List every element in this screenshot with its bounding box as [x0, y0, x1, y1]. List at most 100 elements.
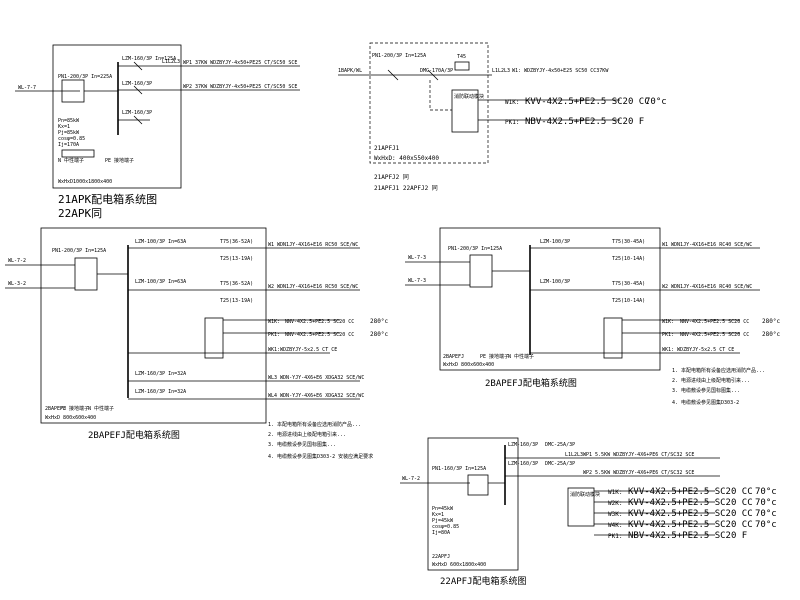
- svg-text:1. 本配电箱所有设备应选用消防产品...: 1. 本配电箱所有设备应选用消防产品...: [268, 421, 361, 428]
- panel1-title: 21APK配电箱系统图: [58, 192, 157, 206]
- panel4-pk1: PK1:: [662, 332, 674, 338]
- panel3-size: WxHxD 800x600x400: [45, 415, 96, 421]
- panel3-wk1: WK1:WDZBYJY-5x2.5 CT CE: [268, 347, 337, 353]
- panel1-out2: WP2 37KW WDZBYJY-4x50+PE25 CT/SC50 SCE: [183, 84, 297, 90]
- panel5-incoming: WL-7-2: [402, 476, 420, 482]
- panel1-size: WxHxD1000x1800x400: [58, 179, 112, 185]
- panel1-out1: WP1 37KW WDZBYJY-4x50+PE25 CT/SC50 SCE: [183, 60, 297, 66]
- panel5-rows: W1K: KVV-4X2.5+PE2.5 SC20 CC 70°c W2K: K…: [594, 487, 777, 541]
- panel4-brk-a: LZM-100/3P: [540, 239, 570, 245]
- panel2-line1: 21APFJ2 同: [374, 174, 409, 181]
- panel3-ct3: T75(36-52A): [220, 281, 253, 287]
- svg-text:70°c: 70°c: [755, 487, 777, 497]
- svg-text:KVV-4X2.5+PE2.5 SC20 CC: KVV-4X2.5+PE2.5 SC20 CC: [628, 509, 753, 519]
- svg-text:Pj=85kW: Pj=85kW: [58, 130, 80, 136]
- panel5-dmc2: DMC-25A/3P: [545, 461, 575, 467]
- panel3-n: N 中性端子: [88, 405, 114, 412]
- panel3-brk-b: LZM-100/3P In=63A: [135, 279, 186, 285]
- panel4-frame: [439, 227, 661, 371]
- panel1-brk2: LZM-160/3P: [122, 81, 152, 87]
- svg-text:W3K:: W3K:: [608, 511, 622, 518]
- panel5-name: 22APFJ: [432, 554, 450, 560]
- panel4-main-breaker: PN1-200/3P In=125A: [448, 246, 502, 252]
- svg-text:Pn=45kW: Pn=45kW: [432, 506, 454, 512]
- svg-text:Ij=80A: Ij=80A: [432, 530, 450, 536]
- svg-text:Kx=1: Kx=1: [58, 124, 70, 130]
- panel1-incoming: WL-7-7: [18, 85, 36, 91]
- panel5-brk1: LZM-160/3P: [508, 442, 538, 448]
- svg-text:KVV-4X2.5+PE2.5 SC20 CC: KVV-4X2.5+PE2.5 SC20 CC: [628, 520, 753, 530]
- panel1-n-terminal: N 中性端子: [58, 157, 84, 164]
- panel-2bapefj-right: WL-7-3 WL-7-3 PN1-200/3P In=125A LZM-100…: [405, 227, 780, 406]
- panel3-in1: WL-7-2: [8, 258, 26, 264]
- panel2-fire-module: 消防联动模块: [454, 93, 484, 100]
- panel3-w2: W2 WDN1JY-4X16+E16 RC50 SCE/WC: [268, 284, 358, 290]
- panel3-pk1-temp: 280°c: [370, 331, 388, 338]
- svg-text:70°c: 70°c: [755, 498, 777, 508]
- panel1-brk1: LZM-160/3P In=125A: [122, 56, 176, 62]
- panel-22apfj: WL-7-2 PN1-160/3P In=125A LZM-160/3P LZM…: [400, 437, 777, 587]
- panel2-w1k-temp: 70°c: [645, 97, 667, 107]
- panel2-main-breaker: PN1-200/3P In=125A: [372, 53, 426, 59]
- panel3-w1k: W1K:: [268, 319, 280, 325]
- panel2-name: 21APFJ1: [374, 145, 400, 152]
- panel5-size: WxHxD 600x1800x400: [432, 562, 486, 568]
- panel4-w1k-cable: NNV-4X2.5+PE2.5 SC20 CC: [680, 319, 749, 325]
- svg-text:Pj=45kW: Pj=45kW: [432, 518, 454, 524]
- panel3-ct2: T25(13-19A): [220, 256, 253, 262]
- panel-21apk: WL-7-7 PN1-200/3P In=225A LZM-160/3P In=…: [15, 44, 300, 220]
- panel3-brk-a: LZM-100/3P In=63A: [135, 239, 186, 245]
- panel4-ct1: T75(30-45A): [612, 239, 645, 245]
- panel3-name: 2BAPEFJ: [45, 406, 66, 412]
- svg-text:cosφ=0.85: cosφ=0.85: [58, 136, 85, 142]
- panel2-w1k: W1K:: [505, 99, 519, 106]
- panel5-wp1: WP1 5.5KW WDZBYJY-4X6+PE6 CT/SC32 SCE: [583, 452, 694, 458]
- panel2-incoming: 1BAPK/WL: [338, 68, 362, 74]
- panel1-frame: [52, 44, 182, 189]
- panel4-in2: WL-7-3: [408, 278, 426, 284]
- panel3-brk-d: LZM-160/3P In=32A: [135, 389, 186, 395]
- panel2-ct: T45: [457, 54, 466, 60]
- svg-text:2. 电源进线由上级配电箱引来...: 2. 电源进线由上级配电箱引来...: [672, 377, 750, 384]
- svg-text:Ij=170A: Ij=170A: [58, 142, 79, 148]
- panel-21apfj1: 1BAPK/WL PN1-200/3P In=125A DMC-170A/3P …: [338, 42, 667, 192]
- panel3-ct4: T25(13-19A): [220, 298, 253, 304]
- panel5-brk2: LZM-160/3P: [508, 461, 538, 467]
- panel1-params: Pn=85kW Kx=1 Pj=85kW cosφ=0.85 Ij=170A: [58, 118, 85, 148]
- svg-text:2. 电源进线由上级配电箱引来...: 2. 电源进线由上级配电箱引来...: [268, 431, 346, 438]
- panel2-phase: L1L2L3: [492, 68, 510, 74]
- panel4-pe: PE 接地端子: [480, 353, 509, 360]
- panel3-title: 2BAPEFJ配电箱系统图: [88, 429, 180, 441]
- panel4-w1k: W1K:: [662, 319, 674, 325]
- svg-text:NBV-4X2.5+PE2.5 SC20 F: NBV-4X2.5+PE2.5 SC20 F: [628, 531, 747, 541]
- panel5-phase: L1L2L3: [565, 452, 583, 458]
- panel4-w1k-temp: 280°c: [762, 318, 780, 325]
- svg-text:Pn=85kW: Pn=85kW: [58, 118, 80, 124]
- panel2-w1k-cable: KVV-4X2.5+PE2.5 SC20 CC: [525, 97, 650, 107]
- panel5-title: 22APFJ配电箱系统图: [440, 575, 527, 587]
- panel3-w1k-temp: 280°c: [370, 318, 388, 325]
- svg-text:70°c: 70°c: [755, 520, 777, 530]
- panel3-wl3: WL3 WDN-YJY-4X6+E6 XDGA32 SCE/WC: [268, 375, 364, 381]
- panel4-in1: WL-7-3: [408, 255, 426, 261]
- panel3-w1: W1 WDN1JY-4X16+E16 RC50 SCE/WC: [268, 242, 358, 248]
- panel4-ct2: T25(10-14A): [612, 256, 645, 262]
- panel5-params: Pn=45kW Kx=1 Pj=45kW cosφ=0.85 Ij=80A: [432, 506, 459, 536]
- svg-text:W1K:: W1K:: [608, 489, 622, 496]
- panel1-brk3: LZM-160/3P: [122, 110, 152, 116]
- svg-text:W4K:: W4K:: [608, 522, 622, 529]
- panel5-fire-module: 消防联动模块: [570, 491, 600, 498]
- svg-text:KVV-4X2.5+PE2.5 SC20 CC: KVV-4X2.5+PE2.5 SC20 CC: [628, 498, 753, 508]
- panel3-pk1: PK1:: [268, 332, 280, 338]
- panel4-w1: W1 WDN1JY-4X16+E16 RC40 SCE/WC: [662, 242, 752, 248]
- panel3-in2: WL-3-2: [8, 281, 26, 287]
- svg-text:W2K:: W2K:: [608, 500, 622, 507]
- panel4-size: WxHxD 800x600x400: [443, 362, 494, 368]
- panel5-dmc1: DMC-25A/3P: [545, 442, 575, 448]
- panel3-frame: [40, 227, 267, 424]
- panel4-brk-b: LZM-100/3P: [540, 279, 570, 285]
- panel4-n: N 中性端子: [508, 353, 534, 360]
- panel3-wl4: WL4 WDN-YJY-4X6+E6 XDGA32 SCE/WC: [268, 393, 364, 399]
- panel4-name: 2BAPEFJ: [443, 354, 464, 360]
